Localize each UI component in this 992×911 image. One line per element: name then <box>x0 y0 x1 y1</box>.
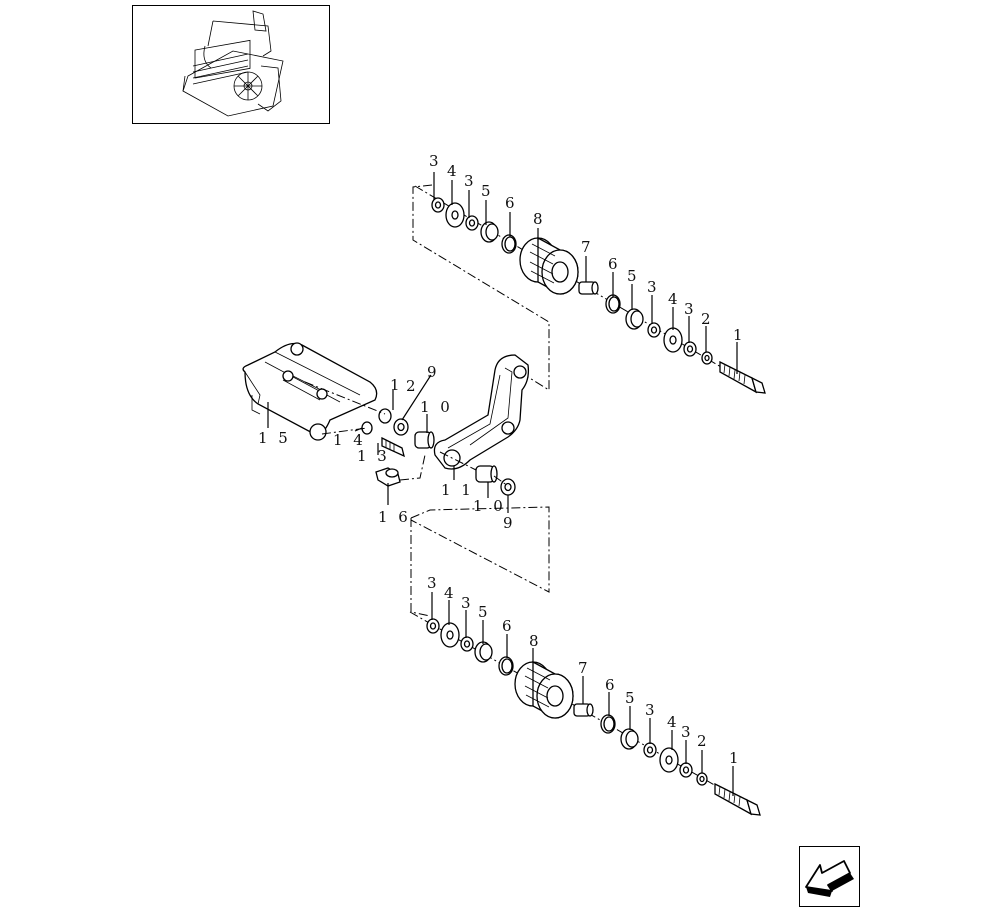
bracket-15[interactable] <box>242 342 378 441</box>
previous-page-button[interactable] <box>799 846 860 907</box>
callout-3: 3 <box>647 278 660 296</box>
callout-3: 3 <box>681 723 694 741</box>
bearing-5a[interactable] <box>480 221 499 243</box>
bolt-1a[interactable] <box>719 360 766 394</box>
bottom-pulley-assembly: 3 4 3 5 6 8 7 6 5 3 4 3 2 1 <box>409 506 761 816</box>
callout-4: 4 <box>668 290 681 308</box>
callout-3: 3 <box>645 701 658 719</box>
callout-14: 1 4 <box>333 431 366 449</box>
pulley-8b[interactable] <box>514 660 574 719</box>
circlip-6a[interactable] <box>501 234 517 254</box>
callout-5: 5 <box>481 182 494 200</box>
previous-page-arrow-icon <box>805 860 854 897</box>
washer-2a[interactable] <box>701 351 713 365</box>
callout-2: 2 <box>697 732 710 750</box>
callout-3: 3 <box>429 152 442 170</box>
spacer-7b[interactable] <box>573 703 594 717</box>
callout-2: 2 <box>406 377 419 395</box>
bushing-10b[interactable] <box>475 465 498 483</box>
circlip-6d[interactable] <box>600 714 616 734</box>
circlip-6c[interactable] <box>498 656 514 676</box>
stud-16[interactable] <box>375 467 401 487</box>
callout-6: 6 <box>605 676 618 694</box>
washer-3b[interactable] <box>465 215 479 231</box>
callout-3: 3 <box>461 594 474 612</box>
bolt-13[interactable] <box>381 436 405 458</box>
circlip-6b[interactable] <box>605 294 621 314</box>
washer-4b[interactable] <box>663 327 683 353</box>
washer-3a[interactable] <box>431 197 445 213</box>
callout-16: 1 6 <box>378 508 411 526</box>
callout-10: 1 0 <box>473 497 506 515</box>
machine-overview-icon <box>182 10 284 117</box>
bearing-5c[interactable] <box>474 641 493 663</box>
washer-3d[interactable] <box>683 341 697 357</box>
bolt-1b[interactable] <box>714 782 761 816</box>
washer-4d[interactable] <box>659 747 679 773</box>
callout-6: 6 <box>505 194 518 212</box>
washer-3h[interactable] <box>679 762 693 778</box>
washer-12[interactable] <box>393 418 409 436</box>
callout-1: 1 <box>733 326 746 344</box>
callout-2: 2 <box>701 310 714 328</box>
bearing-5b[interactable] <box>625 308 644 330</box>
washer-3g[interactable] <box>643 742 657 758</box>
callout-13: 1 3 <box>357 447 390 465</box>
callout-5: 5 <box>627 267 640 285</box>
overview-thumbnail[interactable] <box>132 5 330 124</box>
washer-3c[interactable] <box>647 322 661 338</box>
callout-9: 9 <box>427 363 440 381</box>
callout-10: 1 0 <box>420 398 453 416</box>
callout-8: 8 <box>529 632 542 650</box>
callout-6: 6 <box>608 255 621 273</box>
callout-9: 9 <box>503 514 516 532</box>
callout-5: 5 <box>478 603 491 621</box>
callout-4: 4 <box>444 584 457 602</box>
top-pulley-assembly: 3 4 3 5 6 8 7 6 5 3 4 3 2 1 <box>412 152 766 394</box>
callout-4: 4 <box>667 713 680 731</box>
tension-arm-11[interactable] <box>433 354 530 470</box>
callout-3: 3 <box>684 300 697 318</box>
pulley-8a[interactable] <box>519 236 579 295</box>
callout-15: 1 5 <box>258 429 291 447</box>
washer-1[interactable] <box>378 408 392 424</box>
washer-3e[interactable] <box>426 618 440 634</box>
callout-1: 1 <box>729 749 742 767</box>
washer-4c[interactable] <box>440 622 460 648</box>
washer-9[interactable] <box>500 478 516 496</box>
bushing-10a[interactable] <box>414 431 435 449</box>
washer-2b[interactable] <box>696 772 708 786</box>
washer-4a[interactable] <box>445 202 465 228</box>
callout-4: 4 <box>447 162 460 180</box>
callout-8: 8 <box>533 210 546 228</box>
callout-3: 3 <box>464 172 477 190</box>
callout-7: 7 <box>578 659 591 677</box>
spacer-7a[interactable] <box>578 281 599 295</box>
callout-7: 7 <box>581 238 594 256</box>
washer-3f[interactable] <box>460 636 474 652</box>
tensioner-arm-assembly: 1 5 1 1 4 1 3 1 6 2 9 1 0 1 1 1 0 9 <box>242 342 530 532</box>
callout-1: 1 <box>390 376 403 394</box>
callout-3: 3 <box>427 574 440 592</box>
bearing-5d[interactable] <box>620 728 639 750</box>
callout-6: 6 <box>502 617 515 635</box>
callout-11: 1 1 <box>441 481 474 499</box>
callout-5: 5 <box>625 689 638 707</box>
